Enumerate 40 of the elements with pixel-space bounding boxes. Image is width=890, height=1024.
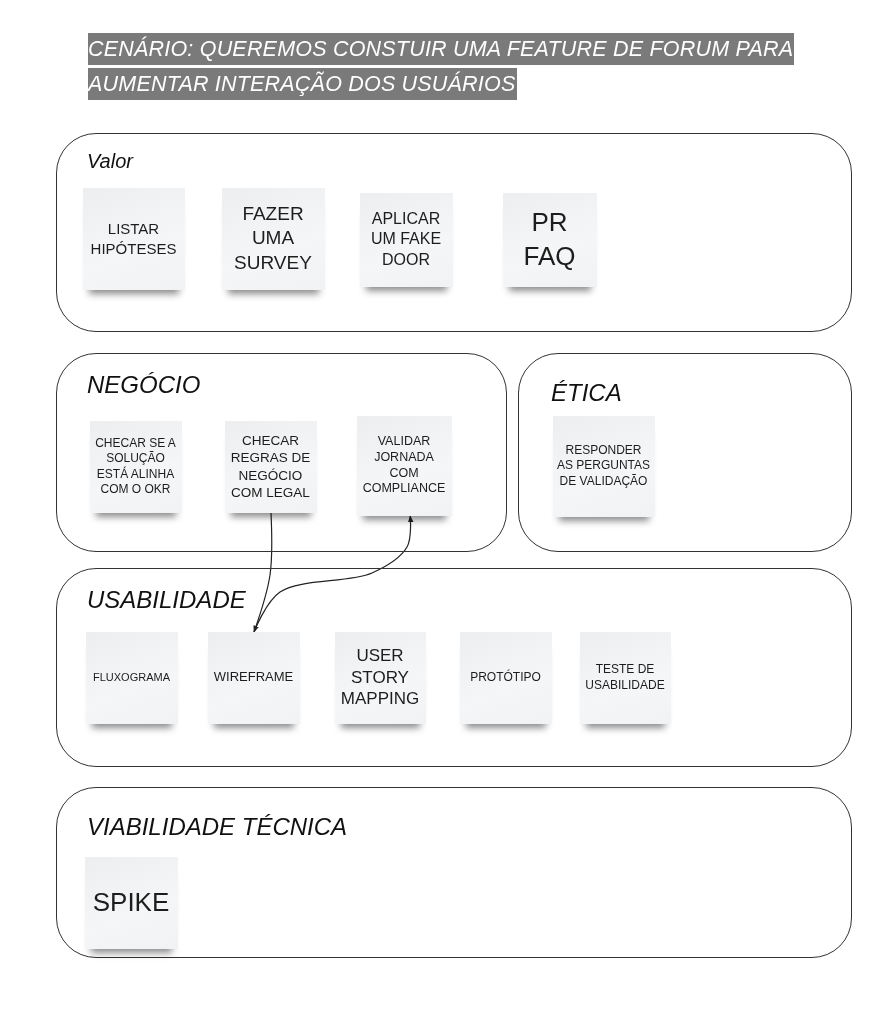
note-text: CHECAR SE A SOLUÇÃO ESTÁ ALINHA COM O OKR	[94, 436, 177, 497]
sticky-note	[552, 415, 655, 517]
panel-heading: ÉTICA	[551, 380, 622, 407]
category-panel	[56, 353, 507, 552]
note-text: FAZER UMA SURVEY	[233, 202, 313, 275]
note-text: LISTAR HIPÓTESES	[89, 219, 178, 258]
note-text: SPIKE	[92, 886, 170, 919]
arrow	[253, 515, 414, 633]
note-text: CHECAR REGRAS DE NEGÓCIO COM LEGAL	[229, 432, 312, 501]
panel-heading: Valor	[87, 150, 133, 172]
panel-heading: VIABILIDADE TÉCNICA	[87, 814, 348, 841]
sticky-note	[207, 631, 300, 724]
category-panel	[56, 787, 852, 958]
note-text: APLICAR UM FAKE DOOR	[369, 209, 443, 270]
sticky-note	[89, 420, 182, 513]
note-text: TESTE DE USABILIDADE	[584, 662, 666, 693]
note-text: RESPONDER AS PERGUNTAS DE VALIDAÇÃO	[556, 443, 651, 489]
sticky-note	[356, 415, 452, 516]
note-text: USER STORY MAPPING	[339, 645, 421, 710]
note-text: VALIDAR JORNADA COM COMPLIANCE	[361, 433, 447, 498]
category-panel	[56, 133, 852, 332]
sticky-note	[334, 631, 426, 724]
sticky-note	[82, 187, 185, 290]
sticky-note	[224, 420, 317, 513]
sticky-note	[221, 187, 325, 290]
panel-heading: NEGÓCIO	[87, 372, 201, 399]
note-text: PROTÓTIPO	[470, 669, 541, 686]
sticky-note	[84, 856, 178, 949]
category-panel	[518, 353, 852, 552]
arrow	[253, 512, 273, 633]
note-text: PR FAQ	[522, 206, 577, 273]
note-text: WIREFRAME	[213, 669, 294, 686]
note-text: FLUXOGRAMA	[93, 670, 170, 685]
sticky-note	[85, 631, 178, 724]
sticky-note	[359, 192, 453, 287]
category-panel	[56, 568, 852, 767]
sticky-note	[459, 631, 552, 724]
sticky-note	[579, 631, 671, 724]
panel-heading: USABILIDADE	[87, 587, 246, 614]
sticky-note	[502, 192, 597, 287]
